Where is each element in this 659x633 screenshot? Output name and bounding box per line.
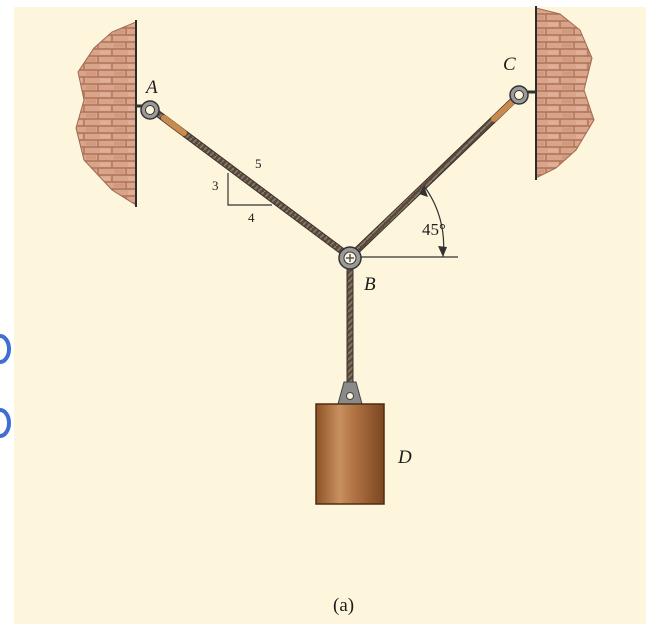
left-wall [75, 20, 137, 207]
label-weight-d: D [397, 447, 412, 468]
ring-icon [338, 246, 362, 270]
label-slope-run: 4 [248, 210, 255, 225]
side-mark [0, 334, 11, 364]
slope-triangle [227, 173, 272, 206]
label-point-c: C [503, 54, 516, 75]
label-point-a: A [144, 77, 158, 98]
label-point-b: B [364, 274, 376, 295]
ring-icon [509, 85, 536, 105]
angle-arc [419, 185, 447, 258]
ring-icon [136, 100, 160, 120]
label-angle: 45° [422, 220, 446, 239]
cable-ab [153, 109, 354, 261]
label-slope-hyp: 5 [255, 156, 262, 171]
weight-hanger [337, 381, 363, 405]
label-slope-rise: 3 [212, 178, 219, 193]
weight-d [315, 403, 385, 505]
side-mark [0, 408, 11, 438]
figure-caption: (a) [333, 595, 354, 616]
cable-bc [346, 92, 522, 261]
